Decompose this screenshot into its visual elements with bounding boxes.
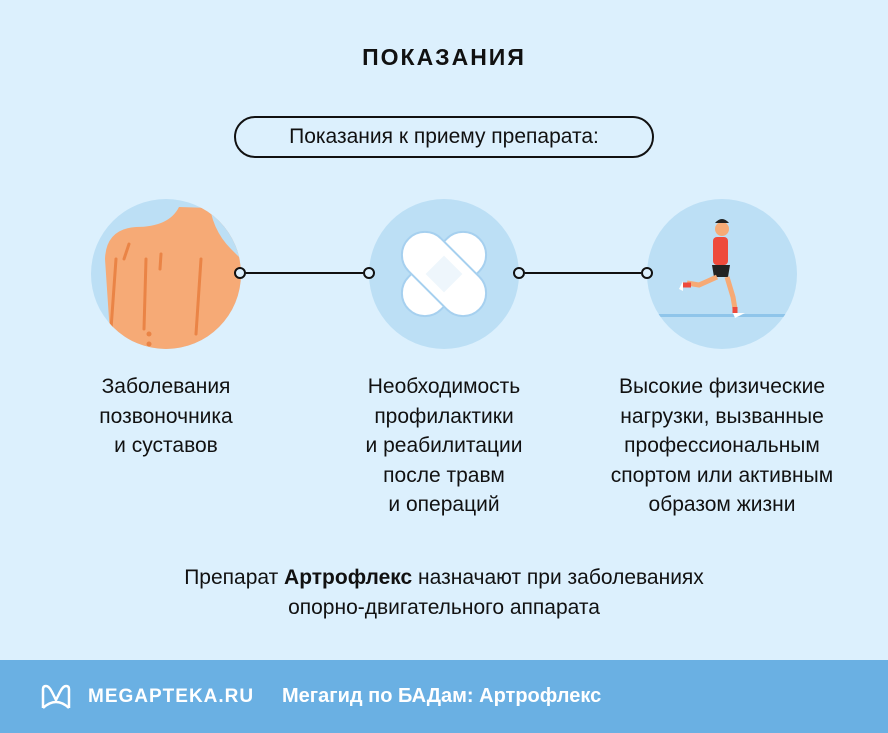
connector-dot [513,267,525,279]
summary-text: Препарат Артрофлекс назначают при заболе… [184,566,704,619]
connector-line [525,272,641,274]
brand-name[interactable]: MEGAPTEKA.RU [88,686,255,707]
connector-line [246,272,363,274]
back-spine-icon [91,199,241,349]
bandage-icon [369,199,519,349]
connector-dot [363,267,375,279]
connector-dot [641,267,653,279]
page-title: ПОКАЗАНИЯ [362,44,526,70]
footer-title: Мегагид по БАДам: Артрофлекс [282,685,602,707]
megapteka-logo-icon [41,684,71,709]
connector-dot [234,267,246,279]
footer: MEGAPTEKA.RU Мегагид по БАДам: Артрофлек… [0,660,888,733]
subtitle-pill: Показания к приему препарата: [234,116,654,158]
runner-icon [647,199,797,349]
